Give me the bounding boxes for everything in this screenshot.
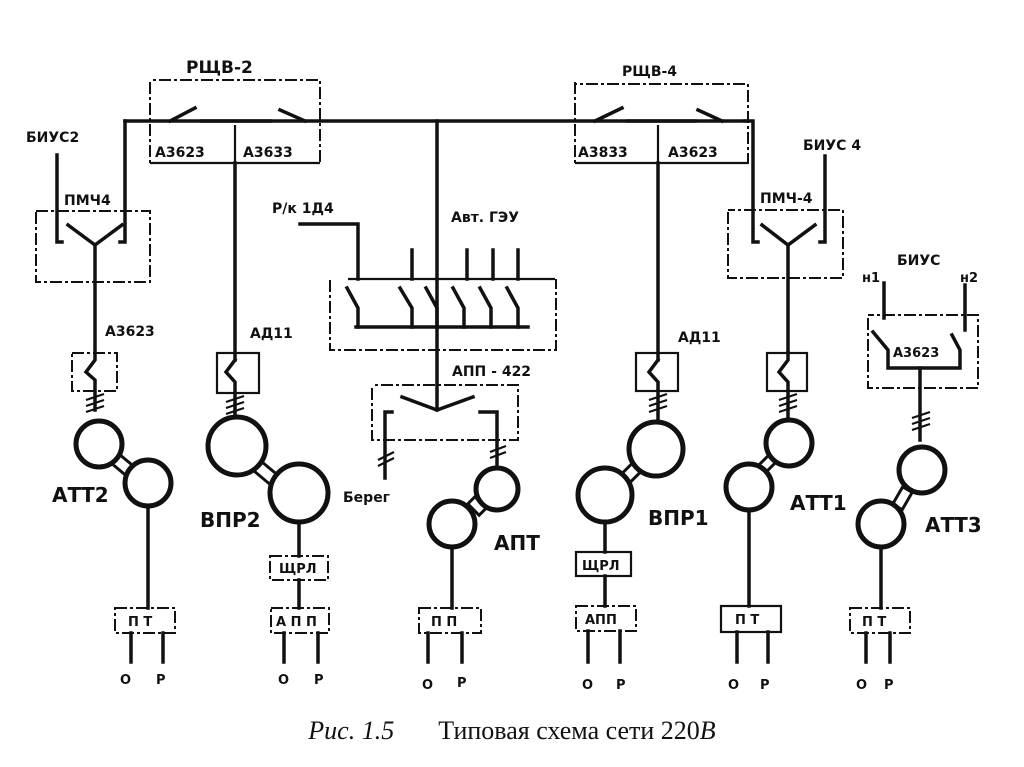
breaker-label: А3633: [243, 145, 293, 161]
panel-label: П Т: [128, 615, 152, 630]
figure-title: Типовая схема сети 220: [438, 716, 700, 745]
cable-marker-icon: [225, 394, 245, 416]
unit-label: ВПР2: [200, 508, 261, 532]
output-label: Р: [156, 673, 166, 688]
bius-right: БИУС н1 н2 А3623: [862, 253, 979, 442]
label-bius4: БИУС 4: [803, 138, 861, 154]
feeder-att2: АТТ2 П Т О Р: [52, 351, 176, 688]
motor-generator-icon: [855, 444, 948, 550]
cable-marker-icon: [648, 392, 668, 414]
breaker-label: А3833: [578, 145, 628, 161]
output-label: О: [422, 678, 433, 693]
panel-label: АПП: [585, 613, 617, 628]
cable-marker-icon: [85, 392, 105, 414]
motor-generator-icon: [575, 419, 686, 525]
label-rk1d4: Р/к 1Д4: [272, 201, 334, 217]
label-avt-geu: Авт. ГЭУ: [451, 210, 519, 226]
unit-label: АТТ2: [52, 483, 109, 507]
unit-label: АПТ: [494, 531, 540, 555]
cable-marker-icon: [377, 444, 507, 467]
feeder-att1: АТТ1 П Т О Р: [719, 350, 847, 693]
output-label: О: [278, 673, 289, 688]
unit-label: АТТ3: [925, 513, 982, 537]
motor-generator-icon: [205, 414, 331, 525]
output-label: О: [856, 678, 867, 693]
output-label: Р: [457, 676, 467, 691]
figure-number: Рис. 1.5: [308, 716, 395, 745]
central-distribution: Р/к 1Д4 Авт. ГЭУ АПП - 422: [272, 119, 557, 412]
label-app422: АПП - 422: [452, 364, 531, 380]
panel-rshv4: РЩВ-4 А3833 А3623: [574, 64, 749, 165]
motor-generator-icon: [426, 465, 521, 550]
breaker-label: АД11: [250, 326, 293, 342]
breaker-label: А3623: [155, 145, 205, 161]
output-label: Р: [760, 678, 770, 693]
switch-icon: [65, 222, 125, 248]
pmch4-right: БИУС 4 ПМЧ-4: [727, 119, 861, 354]
feeder-att3: АТТ3 П Т О Р: [849, 410, 982, 693]
output-label: О: [728, 678, 739, 693]
panel-label: П Т: [735, 613, 759, 628]
label-pmch4-right: ПМЧ-4: [760, 191, 813, 207]
panel-label: П П: [431, 615, 457, 630]
panel-rshv4-title: РЩВ-4: [622, 64, 677, 80]
output-label: О: [582, 678, 593, 693]
breaker-label: А3623: [668, 145, 718, 161]
feeder-apt: АПТ П П О Р: [418, 465, 540, 693]
label-n2: н2: [960, 271, 978, 286]
panel-rshv2: РЩВ-2 А3623 А3633: [149, 58, 321, 165]
label-bereg: Берег: [343, 490, 390, 506]
breaker-label: АД11: [678, 330, 721, 346]
output-label: Р: [884, 678, 894, 693]
pmch4-left: БИУС2 ПМЧ4 А3623: [26, 119, 155, 352]
aux-label: ЩРЛ: [582, 559, 620, 574]
label-n1: н1: [862, 271, 880, 286]
output-label: Р: [616, 678, 626, 693]
aux-label: ЩРЛ: [279, 562, 317, 577]
panel-rshv2-title: РЩВ-2: [186, 58, 253, 78]
switch-icon: [167, 105, 198, 124]
figure-caption: Рис. 1.5 Типовая схема сети 220В: [0, 716, 1024, 746]
feeder-vpr1: АД11 ВПР1 ЩРЛ АПП О Р: [574, 161, 721, 693]
output-label: Р: [314, 673, 324, 688]
unit-label: АТТ1: [790, 491, 847, 515]
switch-icon: [759, 222, 818, 248]
switch-icon: [695, 107, 725, 124]
cable-marker-icon: [778, 392, 798, 414]
switch-icon: [592, 105, 625, 124]
switch-group: [344, 285, 520, 329]
unit-label: ВПР1: [648, 506, 709, 530]
panel-label: П Т: [862, 615, 886, 630]
app422-switch: Берег: [343, 384, 519, 506]
switch-icon: [399, 394, 476, 412]
breaker-label: А3623: [105, 324, 155, 340]
feeder-vpr2: АД11 ВПР2 ЩРЛ А П П О Р: [200, 161, 331, 688]
output-label: О: [120, 673, 131, 688]
label-pmch4-left: ПМЧ4: [64, 193, 111, 209]
breaker-label: А3623: [893, 346, 939, 361]
panel-label: А П П: [276, 615, 317, 630]
label-bius: БИУС: [897, 253, 940, 269]
switch-icon: [277, 107, 308, 124]
figure-unit: В: [699, 716, 716, 745]
label-bius2: БИУС2: [26, 130, 79, 146]
cable-marker-icon: [911, 410, 931, 432]
